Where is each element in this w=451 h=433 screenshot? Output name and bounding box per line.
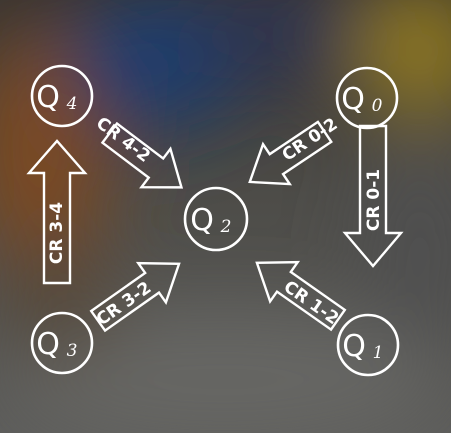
node-q0: Q 0 (335, 66, 399, 130)
node-letter: Q (36, 80, 60, 115)
node-q1: Q 1 (336, 313, 400, 377)
node-subscript: 2 (220, 217, 232, 237)
node-letter: Q (341, 82, 365, 117)
arrow-q0-q1: CR 0-1 (342, 124, 404, 268)
arrow-q4-q2: CR 4-2 (92, 113, 184, 189)
arrow-label: CR 0-2 (279, 114, 342, 165)
node-subscript: 0 (372, 96, 383, 116)
arrow-label: CR 3-4 (47, 202, 67, 264)
node-letter: Q (342, 329, 366, 364)
arrow-q0-q2: CR 0-2 (248, 114, 342, 186)
node-subscript: 1 (373, 343, 384, 363)
arrow-q3-q4: CR 3-4 (26, 139, 88, 285)
node-subscript: 4 (66, 94, 78, 114)
arrow-q3-q2: CR 3-2 (89, 261, 181, 333)
node-subscript: 3 (67, 341, 78, 361)
node-letter: Q (36, 327, 60, 362)
node-q2: Q 2 (183, 186, 249, 252)
arrow-label: CR 0-1 (364, 169, 384, 231)
node-letter: Q (190, 203, 214, 238)
arrow-q1-q2: CR 1-2 (255, 260, 347, 332)
node-q4: Q 4 (30, 64, 94, 128)
node-q3: Q 3 (30, 311, 94, 375)
